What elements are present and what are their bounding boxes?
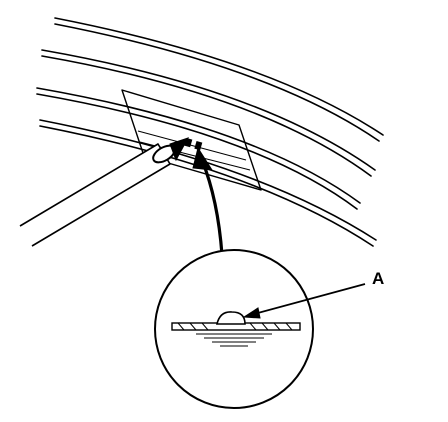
callout-a-leader (242, 283, 366, 319)
repair-pen (19, 137, 190, 247)
detail-circle (154, 249, 314, 409)
glass-surface-lines (196, 333, 272, 347)
grid-line-4-lower (39, 125, 374, 247)
pen-tip (169, 137, 190, 162)
grid-line-3-lower (36, 93, 358, 210)
callout-a-arrow-head (242, 307, 261, 319)
callout-a-label: A (372, 269, 384, 288)
callout-a-leader-line (253, 283, 366, 315)
grid-line-1-upper (54, 17, 384, 136)
break-mark-1 (184, 137, 193, 148)
tape-outline (121, 89, 262, 191)
grid-line-2-upper (41, 49, 376, 171)
grid-line-4-upper (39, 119, 377, 241)
grid-break (184, 137, 203, 151)
tape-gap-upper (137, 130, 247, 161)
pen-body (19, 143, 171, 247)
section-hatching (177, 322, 293, 331)
grid-line-3-upper (36, 87, 361, 204)
grid-line-2-lower (41, 55, 372, 177)
defogger-grid-lines (36, 17, 384, 247)
grid-line-1-lower (54, 23, 380, 142)
repair-deposit (215, 311, 246, 325)
magnify-arrow-head (192, 146, 213, 171)
magnify-arrow (192, 146, 224, 256)
